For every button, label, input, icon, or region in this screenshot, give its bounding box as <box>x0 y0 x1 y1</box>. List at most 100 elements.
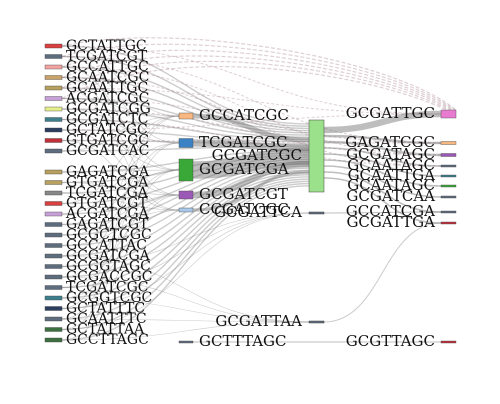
link-c1-c2-1 <box>61 56 180 144</box>
column1-label-28: GCCTTAGC <box>66 332 149 348</box>
column1-node-18 <box>44 232 63 238</box>
link-loop-0 <box>61 37 457 111</box>
column1-label-26: GCAATTTC <box>66 311 147 327</box>
link-loop-4 <box>61 60 457 115</box>
column2-node-1 <box>178 138 194 148</box>
link-c3-c4-7 <box>323 171 442 213</box>
column1-node-14 <box>44 190 63 196</box>
column1-label-14: TCGATCGA <box>66 185 149 201</box>
column1-label-15: GTGATCGT <box>66 196 148 212</box>
link-c1-c3main-21 <box>61 169 310 268</box>
column1-label-2: GCCATTGC <box>66 59 149 75</box>
column4-label-8: GCGATTGA <box>346 213 435 231</box>
link-c2-c3-2 <box>192 147 310 179</box>
link-c1-c2-18 <box>61 194 180 236</box>
link-c1-c2-26 <box>61 142 180 320</box>
node-layer <box>44 43 457 344</box>
link-c1-c2-17 <box>61 169 180 225</box>
link-c1-c3main-28 <box>61 185 310 341</box>
link-c1-c2-0 <box>61 45 180 117</box>
column1-node-17 <box>44 222 63 227</box>
link-c3-c4-5 <box>323 159 442 187</box>
column1-node-16 <box>44 211 63 217</box>
link-c1-c2-20 <box>61 115 180 257</box>
link-c1-c2-3 <box>61 77 180 196</box>
link-c2-c3-3 <box>192 160 310 199</box>
link-c1-c3main-26 <box>61 180 310 320</box>
link-c1-c2-25 <box>61 115 180 309</box>
column1-node-13 <box>44 180 63 185</box>
link-c1-c3low-28 <box>61 321 310 341</box>
column1-label-27: GCTATTAA <box>66 322 145 338</box>
link-c1-c2-16 <box>61 142 180 215</box>
column1-node-23 <box>44 285 63 290</box>
link-c1-c4-3 <box>61 77 442 167</box>
link-c1-c2-10 <box>61 115 180 152</box>
column4-node-8 <box>440 221 457 225</box>
link-c3-c4-8 <box>323 177 442 224</box>
column1-label-13: GTGATCGA <box>66 175 149 191</box>
column1-node-0 <box>44 43 63 49</box>
link-c3-c4-4 <box>323 153 442 177</box>
link-c1-c4-7 <box>61 119 442 167</box>
link-c1-c3main-24 <box>61 176 310 299</box>
link-c1-c3main-6 <box>61 108 310 138</box>
link-c1-c4-1 <box>61 56 442 144</box>
column1-node-27 <box>44 327 63 332</box>
column1-label-3: GCAATCGC <box>66 70 149 86</box>
column1-label-20: GCGATCGA <box>66 248 151 264</box>
column1-label-9: GTGATCGC <box>66 133 149 149</box>
column2-node-2 <box>178 158 194 182</box>
link-c2-c3-0 <box>192 113 310 143</box>
link-c3-c4-1 <box>323 134 442 145</box>
column1-node-24 <box>44 295 63 301</box>
column1-node-25 <box>44 306 63 311</box>
link-c2-c3-1 <box>192 139 310 152</box>
column1-label-10: GCGATCAC <box>66 143 149 159</box>
column4-node-3 <box>440 164 457 168</box>
column2-label-1: TCGATCGC <box>199 133 287 151</box>
column1-node-7 <box>44 117 63 122</box>
link-c1-c4-8 <box>61 113 442 131</box>
link-c1-c3main-27 <box>61 182 310 331</box>
link-c1-c2-12 <box>61 169 180 173</box>
link-c1-c4-6 <box>61 108 442 156</box>
column3-label-1: GCGATTCA <box>214 203 302 221</box>
link-c1-c4-0 <box>61 45 442 115</box>
column3-label-0: GCGATCGC <box>212 146 302 164</box>
link-c1-c3main-25 <box>61 178 310 310</box>
column2-label-3: GCGATCGT <box>199 185 288 203</box>
label-layer: GCTATTGCTCGATCGTGCCATTGCGCAATCGCGCAATTGC… <box>65 38 435 350</box>
link-c1-c3main-7 <box>61 118 310 141</box>
column4-node-4 <box>440 174 457 178</box>
column1-label-17: GAGATCGT <box>66 217 149 233</box>
column1-node-2 <box>44 64 63 70</box>
link-loop-5 <box>61 66 457 116</box>
column4-label-5: GCAATAGC <box>347 176 435 194</box>
column4-node-5 <box>440 184 457 188</box>
column3-node-2 <box>308 320 325 324</box>
link-c1-c3low-22 <box>61 276 310 323</box>
column4-label-9: GCGTTAGC <box>346 332 435 350</box>
column1-node-28 <box>44 337 63 343</box>
link-c2-c3-4 <box>192 170 310 212</box>
column2-label-2: GCGATCGA <box>199 160 289 178</box>
column4-label-4: GCAATTGA <box>348 166 436 184</box>
column1-node-3 <box>44 75 63 80</box>
column2-label-0: GCCATCGC <box>199 106 289 124</box>
column4-label-2: GCGATAGC <box>346 145 435 163</box>
column3-node-0 <box>308 119 325 193</box>
column1-label-6: GCGATCGG <box>66 101 151 117</box>
column1-label-18: GCGCTCGC <box>66 227 152 243</box>
link-c1-c2-19 <box>61 209 180 246</box>
column4-node-9 <box>440 340 457 344</box>
link-c1-c3main-19 <box>61 165 310 247</box>
link-c1-c2-5 <box>61 98 180 117</box>
column1-label-23: TCGATCGC <box>66 280 149 296</box>
link-c1-c4-9 <box>61 140 442 144</box>
link-c1-c4-2 <box>61 66 442 156</box>
link-c1-c2-21 <box>61 142 180 267</box>
column4-node-2 <box>440 153 457 157</box>
